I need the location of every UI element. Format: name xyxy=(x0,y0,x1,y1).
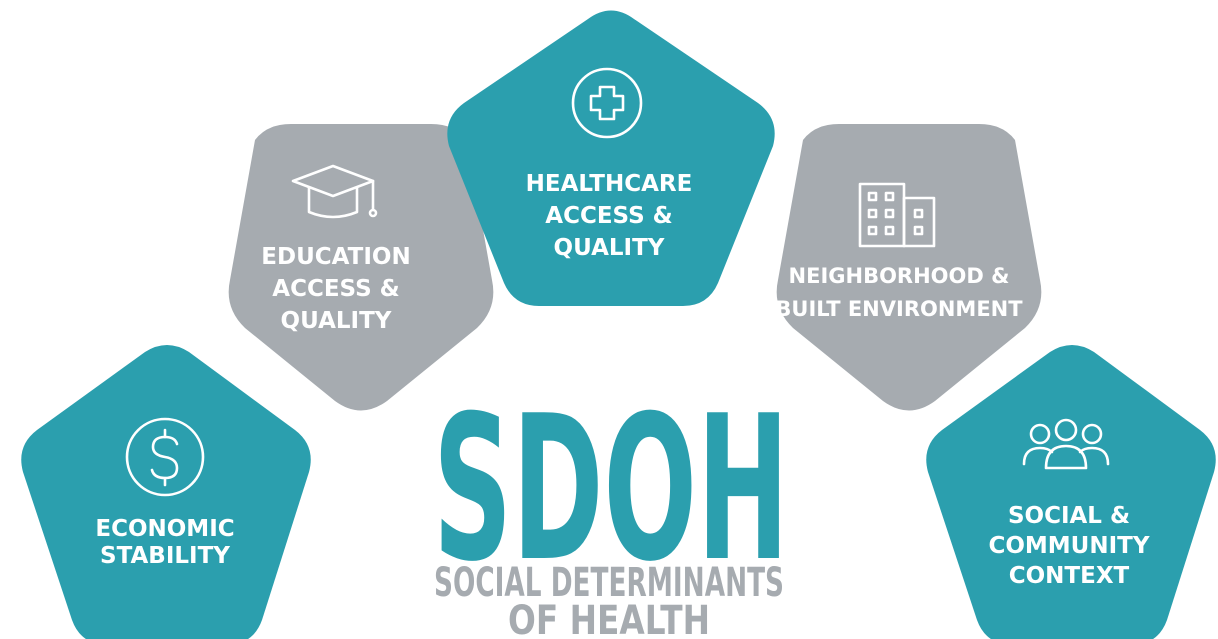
medical-cross-icon xyxy=(571,67,643,139)
label-line: QUALITY xyxy=(281,308,392,334)
label-neighborhood-built-environment: NEIGHBORHOOD & BUILT ENVIRONMENT xyxy=(775,264,1023,321)
subtitle-line-1: SOCIAL DETERMINANTS xyxy=(434,560,784,606)
label-line: ACCESS & xyxy=(272,276,399,302)
subtitle-line-2: OF HEALTH xyxy=(508,598,710,639)
label-line: STABILITY xyxy=(100,543,230,569)
label-line: NEIGHBORHOOD & xyxy=(789,264,1010,288)
label-social-community-context: SOCIAL & COMMUNITY CONTEXT xyxy=(988,503,1149,589)
label-line: SOCIAL & xyxy=(1008,503,1130,529)
pentagon-neighborhood-built-environment xyxy=(776,124,1042,411)
label-line: CONTEXT xyxy=(1009,563,1130,589)
graduation-cap-icon xyxy=(291,164,378,219)
label-line: ACCESS & xyxy=(545,203,672,229)
label-line: COMMUNITY xyxy=(988,533,1149,559)
label-line: BUILT ENVIRONMENT xyxy=(775,297,1023,321)
pentagon-social-community-context xyxy=(926,345,1216,639)
pentagon-healthcare-access-quality xyxy=(447,10,775,306)
label-line: EDUCATION xyxy=(261,244,410,270)
sdoh-acronym: SDOH xyxy=(433,373,789,606)
label-healthcare-access-quality: HEALTHCARE ACCESS & QUALITY xyxy=(526,171,693,261)
pentagon-economic-stability xyxy=(21,345,311,639)
pentagon-education-access-quality xyxy=(228,124,494,411)
label-line: ECONOMIC xyxy=(95,516,234,542)
label-line: QUALITY xyxy=(554,235,665,261)
label-education-access-quality: EDUCATION ACCESS & QUALITY xyxy=(261,244,410,334)
people-group-icon xyxy=(1022,418,1110,470)
label-line: HEALTHCARE xyxy=(526,171,693,197)
label-economic-stability: ECONOMIC STABILITY xyxy=(95,516,234,569)
dollar-icon xyxy=(125,417,205,497)
buildings-icon xyxy=(858,182,936,248)
